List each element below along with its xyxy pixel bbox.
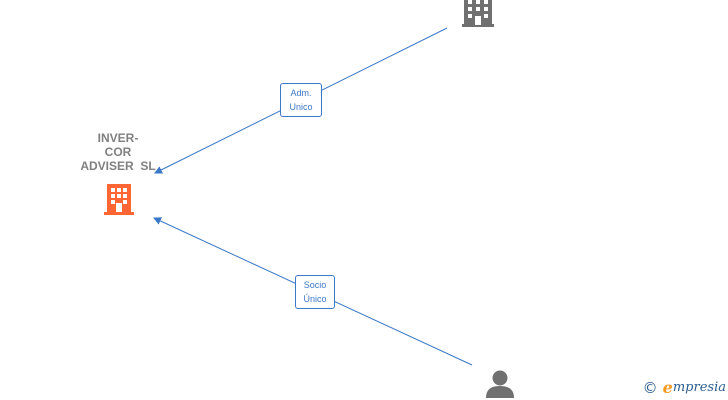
- brand-e-letter: e: [662, 378, 673, 397]
- edge-label-line1: Adm.: [290, 88, 312, 98]
- brand-name: mpresia: [672, 380, 726, 395]
- building-icon[interactable]: [462, 0, 494, 27]
- edge-label-line2: Unico: [289, 102, 313, 112]
- empresia-logo: © e mpresia: [643, 378, 726, 397]
- edge-label-line1: Socio: [303, 280, 327, 290]
- edge-label-socio-unico[interactable]: Socio Único: [295, 275, 335, 309]
- copyright-symbol: ©: [642, 378, 658, 397]
- building-icon[interactable]: [104, 184, 134, 215]
- company-name-label[interactable]: INVER- COR ADVISER SL: [80, 131, 156, 173]
- edge-label-adm-unico[interactable]: Adm. Unico: [280, 83, 322, 117]
- edge-label-line2: Único: [303, 294, 327, 304]
- person-icon[interactable]: [486, 370, 514, 399]
